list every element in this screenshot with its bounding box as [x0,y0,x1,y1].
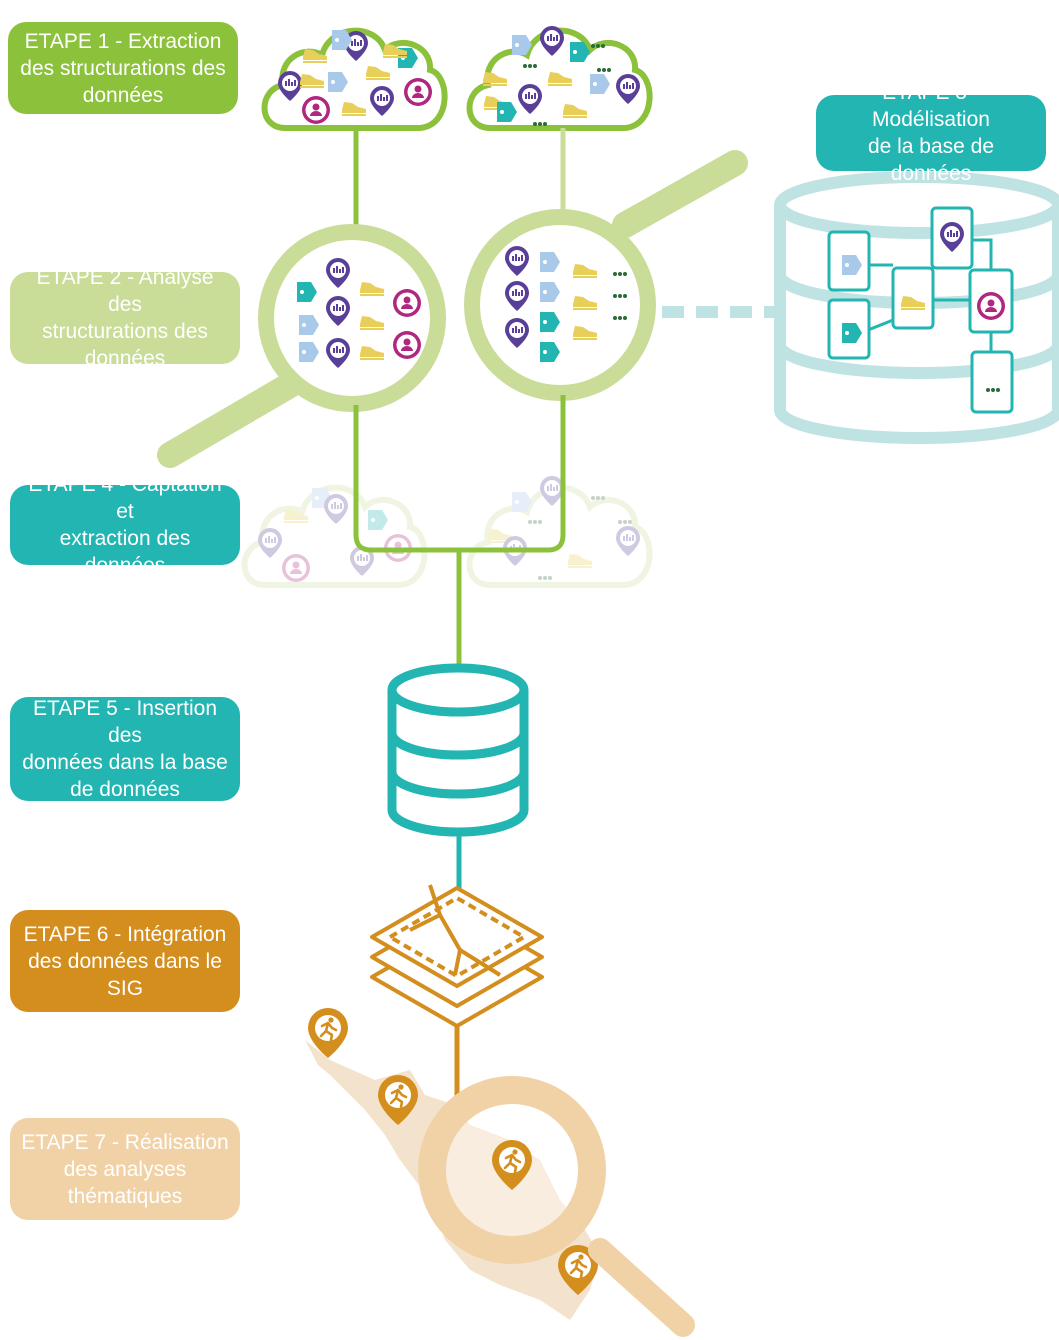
magnifier-icon [418,1076,695,1337]
step-4-label: ETAPE 4 - Captation et extraction des do… [10,473,240,577]
magnifier-icon [157,224,446,468]
faded-cloud-icon [241,462,653,588]
step-1-label: ETAPE 1 - Extraction des structurations … [8,22,238,114]
cloud-icon [466,12,653,131]
step-6-label: ETAPE 6 - Intégration des données dans l… [10,910,240,1012]
cloud-icon [261,17,448,131]
database-icon [387,663,529,837]
step-7-label: ETAPE 7 - Réalisation des analyses théma… [10,1118,240,1220]
step-5-label: ETAPE 5 - Insertion des données dans la … [10,697,240,801]
layers-icon [370,884,544,1028]
database-model-icon [774,171,1059,444]
step-3-label: ETAPE 3 - Modélisation de la base de don… [816,81,1046,185]
step-2-label: ETAPE 2 - Analyse des structurations des… [10,266,240,370]
magnifier-icon [464,150,748,401]
